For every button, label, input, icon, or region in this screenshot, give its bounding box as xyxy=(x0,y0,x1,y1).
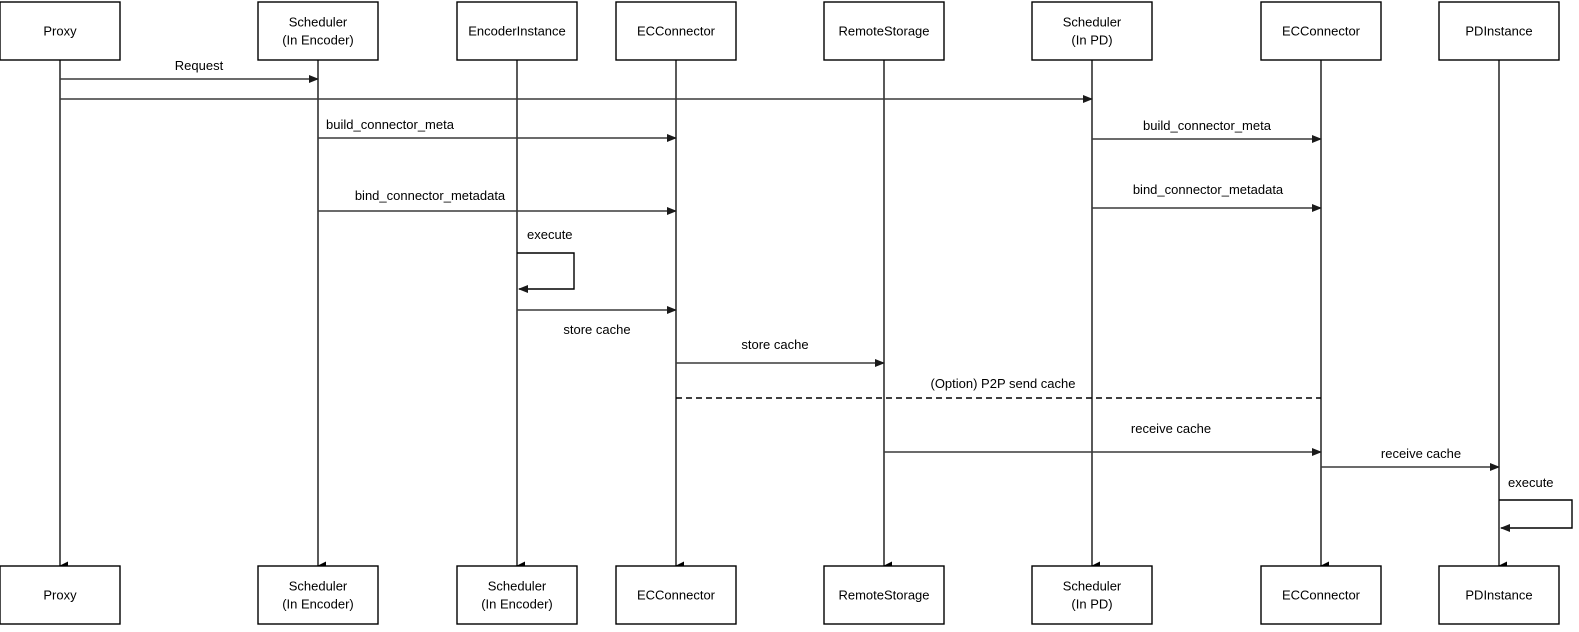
message-m9[interactable]: (Option) P2P send cache xyxy=(676,376,1321,399)
participant-box xyxy=(456,1,578,61)
message-label: receive cache xyxy=(1381,446,1461,461)
message-m1[interactable]: Request xyxy=(60,58,319,83)
participant-box xyxy=(257,1,379,61)
message-label: (Option) P2P send cache xyxy=(930,376,1075,391)
participant-label: Proxy xyxy=(43,587,77,602)
bottom-participant-proxy[interactable]: Proxy xyxy=(0,565,121,625)
participant-label: Scheduler xyxy=(1063,578,1122,593)
message-m11[interactable]: receive cache xyxy=(1321,446,1500,471)
bottom-participant-pd_inst[interactable]: PDInstance xyxy=(1438,565,1560,625)
participant-box xyxy=(1260,565,1382,625)
participant-box xyxy=(823,565,945,625)
bottom-participant-ec_conn_pd[interactable]: ECConnector xyxy=(1260,565,1382,625)
message-label: build_connector_meta xyxy=(1143,118,1272,133)
participant-box xyxy=(1438,565,1560,625)
self-message-path xyxy=(517,252,575,293)
self-message-path xyxy=(1499,499,1573,532)
participant-box xyxy=(0,1,121,61)
participant-box xyxy=(456,565,578,625)
participant-box xyxy=(257,565,379,625)
participant-label: ECConnector xyxy=(1282,587,1361,602)
top-participant-encoder_inst[interactable]: EncoderInstance xyxy=(456,1,578,61)
participant-label: Scheduler xyxy=(289,578,348,593)
message-m5[interactable]: bind_connector_metadata xyxy=(318,188,677,215)
participant-sublabel: (In PD) xyxy=(1071,32,1112,47)
bottom-participant-sched_enc[interactable]: Scheduler (In Encoder) xyxy=(257,565,379,625)
participant-sublabel: (In Encoder) xyxy=(282,32,354,47)
participant-label: PDInstance xyxy=(1465,587,1532,602)
message-label: build_connector_meta xyxy=(326,117,455,132)
participant-label: ECConnector xyxy=(1282,23,1361,38)
top-participant-sched_enc[interactable]: Scheduler (In Encoder) xyxy=(257,1,379,61)
message-label: store cache xyxy=(741,337,808,352)
message-label: receive cache xyxy=(1131,421,1211,436)
participant-box xyxy=(1438,1,1560,61)
self-message-label: execute xyxy=(527,227,573,242)
self-message-s1[interactable]: execute xyxy=(517,227,575,293)
participant-box xyxy=(1260,1,1382,61)
message-m8[interactable]: store cache xyxy=(676,337,885,367)
bottom-participant-remote_store[interactable]: RemoteStorage xyxy=(823,565,945,625)
top-participant-remote_store[interactable]: RemoteStorage xyxy=(823,1,945,61)
participant-label: RemoteStorage xyxy=(838,587,929,602)
bottom-participant-ec_conn_enc[interactable]: ECConnector xyxy=(615,565,737,625)
participant-box xyxy=(615,565,737,625)
message-label: Request xyxy=(175,58,224,73)
participant-sublabel: (In Encoder) xyxy=(282,596,354,611)
self-messages-layer: execute execute xyxy=(517,227,1573,532)
participant-sublabel: (In PD) xyxy=(1071,596,1112,611)
lifelines-layer xyxy=(59,60,1507,571)
participant-label: PDInstance xyxy=(1465,23,1532,38)
self-message-label: execute xyxy=(1508,475,1554,490)
participant-label: RemoteStorage xyxy=(838,23,929,38)
participant-box xyxy=(0,565,121,625)
participant-label: EncoderInstance xyxy=(468,23,566,38)
participant-label: Scheduler xyxy=(1063,14,1122,29)
participant-box xyxy=(823,1,945,61)
top-participant-boxes: Proxy Scheduler (In Encoder) EncoderInstanc… xyxy=(0,1,1560,61)
message-m10[interactable]: receive cache xyxy=(884,421,1322,456)
message-m3[interactable]: build_connector_meta xyxy=(318,117,677,142)
message-label: bind_connector_metadata xyxy=(1133,182,1284,197)
top-participant-pd_inst[interactable]: PDInstance xyxy=(1438,1,1560,61)
top-participant-ec_conn_pd[interactable]: ECConnector xyxy=(1260,1,1382,61)
top-participant-ec_conn_enc[interactable]: ECConnector xyxy=(615,1,737,61)
participant-sublabel: (In Encoder) xyxy=(481,596,553,611)
participant-label: Scheduler xyxy=(488,578,547,593)
bottom-participant-sched_pd[interactable]: Scheduler (In PD) xyxy=(1031,565,1153,625)
message-m7[interactable]: store cache xyxy=(517,306,677,337)
self-message-s2[interactable]: execute xyxy=(1499,475,1573,532)
messages-layer: Request build_connector_meta build_connect… xyxy=(60,58,1500,471)
participant-label: Scheduler xyxy=(289,14,348,29)
top-participant-proxy[interactable]: Proxy xyxy=(0,1,121,61)
message-label: store cache xyxy=(563,322,630,337)
participant-label: ECConnector xyxy=(637,587,716,602)
bottom-participant-encoder_inst[interactable]: Scheduler (In Encoder) xyxy=(456,565,578,625)
message-label: bind_connector_metadata xyxy=(355,188,506,203)
participant-box xyxy=(615,1,737,61)
participant-label: Proxy xyxy=(43,23,77,38)
participant-box xyxy=(1031,1,1153,61)
participant-label: ECConnector xyxy=(637,23,716,38)
message-m6[interactable]: bind_connector_metadata xyxy=(1092,182,1322,212)
participant-box xyxy=(1031,565,1153,625)
top-participant-sched_pd[interactable]: Scheduler (In PD) xyxy=(1031,1,1153,61)
message-m4[interactable]: build_connector_meta xyxy=(1092,118,1322,143)
bottom-participant-boxes: Proxy Scheduler (In Encoder) Scheduler (In E… xyxy=(0,565,1560,625)
